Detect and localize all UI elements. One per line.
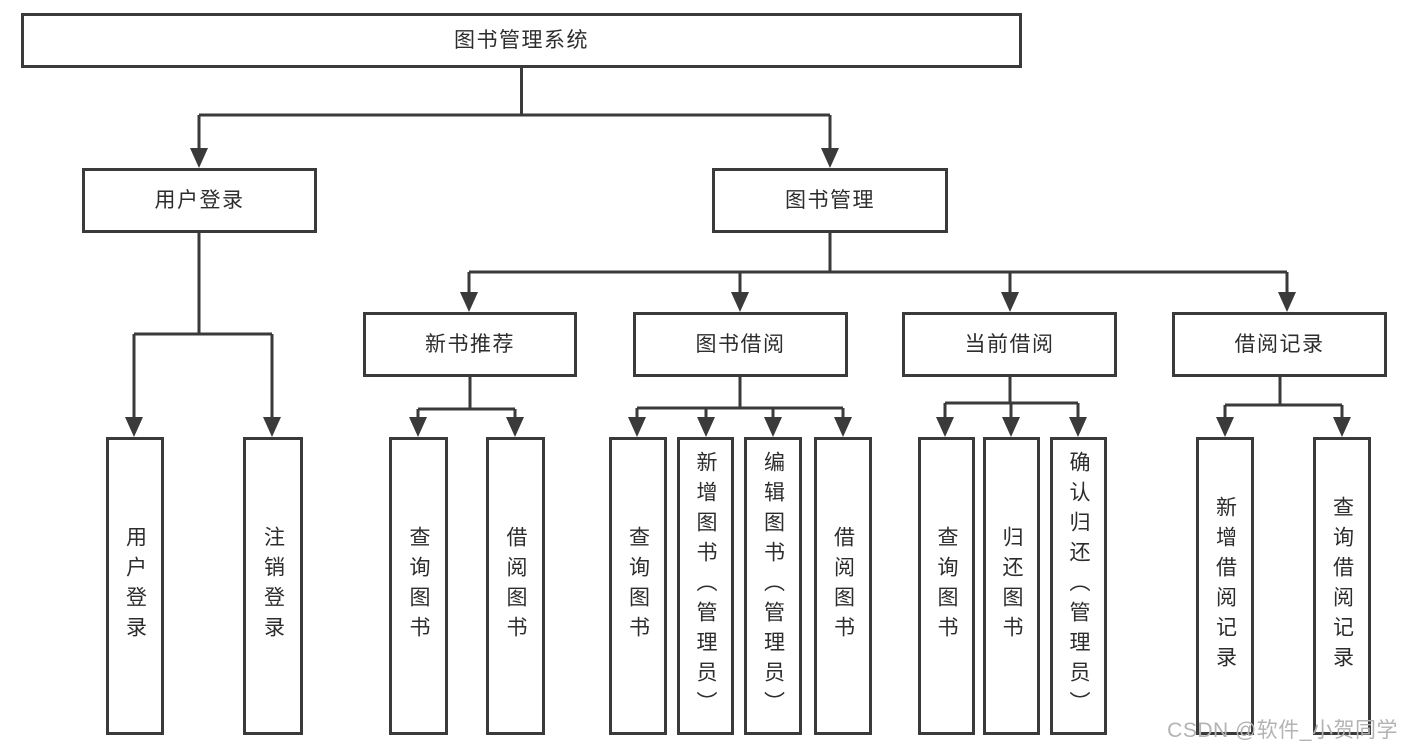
- node-library-management-system: 图书管理系统: [21, 13, 1022, 68]
- arrowhead-icon: [1333, 417, 1351, 437]
- node-label: 查询图书: [407, 526, 430, 646]
- arrowhead-icon: [409, 417, 427, 437]
- node-current-borrow: 当前借阅: [902, 312, 1117, 377]
- arrowhead-icon: [1216, 417, 1234, 437]
- node-label: 编辑图书（管理员）: [761, 451, 785, 721]
- arrowhead-icon: [821, 148, 839, 168]
- node-book-borrow: 图书借阅: [633, 312, 848, 377]
- arrowheads: [125, 148, 1351, 437]
- leaf-query-books-current: 查询图书: [918, 437, 975, 735]
- node-borrow-records: 借阅记录: [1172, 312, 1387, 377]
- leaf-query-books-recommend: 查询图书: [389, 437, 448, 735]
- leaf-edit-book-admin: 编辑图书（管理员）: [744, 437, 802, 735]
- leaf-borrow-books-recommend: 借阅图书: [486, 437, 545, 735]
- arrowhead-icon: [834, 417, 852, 437]
- node-new-book-recommend: 新书推荐: [363, 312, 577, 377]
- node-label: 归还图书: [1000, 526, 1023, 646]
- csdn-watermark: CSDN @软件_小贺同学: [1167, 719, 1398, 742]
- node-label: 查询图书: [935, 526, 958, 646]
- leaf-return-books: 归还图书: [983, 437, 1040, 735]
- arrowhead-icon: [1278, 292, 1296, 312]
- leaf-user-login: 用户登录: [106, 437, 164, 735]
- arrowhead-icon: [1002, 417, 1020, 437]
- arrowhead-icon: [460, 292, 478, 312]
- node-label: 借阅图书: [831, 526, 855, 646]
- leaf-logout: 注销登录: [243, 437, 303, 735]
- node-label: 查询借阅记录: [1330, 496, 1354, 676]
- leaf-add-borrow-record: 新增借阅记录: [1196, 437, 1254, 735]
- node-label: 用户登录: [123, 526, 147, 646]
- leaf-confirm-return-admin: 确认归还（管理员）: [1050, 437, 1107, 735]
- arrowhead-icon: [936, 417, 954, 437]
- arrowhead-icon: [628, 417, 646, 437]
- leaf-add-book-admin: 新增图书（管理员）: [677, 437, 734, 735]
- node-label: 新书推荐: [425, 332, 515, 356]
- node-label: 当前借阅: [964, 332, 1055, 356]
- arrowhead-icon: [506, 417, 524, 437]
- arrowhead-icon: [697, 417, 715, 437]
- node-label: 用户登录: [154, 188, 245, 212]
- arrowhead-icon: [764, 417, 782, 437]
- node-label: 借阅图书: [504, 526, 527, 646]
- node-label: 图书管理: [785, 188, 875, 212]
- node-label: 查询图书: [626, 526, 650, 646]
- arrowhead-icon: [1069, 417, 1087, 437]
- node-label: 注销登录: [261, 526, 285, 646]
- arrowhead-icon: [731, 292, 749, 312]
- node-label: 图书管理系统: [454, 28, 589, 52]
- node-book-management: 图书管理: [712, 168, 948, 233]
- arrowhead-icon: [1001, 292, 1019, 312]
- node-label: 新增借阅记录: [1213, 496, 1237, 676]
- arrowhead-icon: [125, 417, 143, 437]
- node-label: 借阅记录: [1234, 332, 1325, 356]
- leaf-borrow-books: 借阅图书: [814, 437, 872, 735]
- node-label: 新增图书（管理员）: [694, 451, 717, 721]
- arrowhead-icon: [190, 148, 208, 168]
- node-label: 确认归还（管理员）: [1067, 451, 1090, 721]
- leaf-query-borrow-record: 查询借阅记录: [1313, 437, 1371, 735]
- node-user-login: 用户登录: [82, 168, 317, 233]
- arrowhead-icon: [263, 417, 281, 437]
- leaf-query-books-borrow: 查询图书: [609, 437, 667, 735]
- node-label: 图书借阅: [695, 332, 786, 356]
